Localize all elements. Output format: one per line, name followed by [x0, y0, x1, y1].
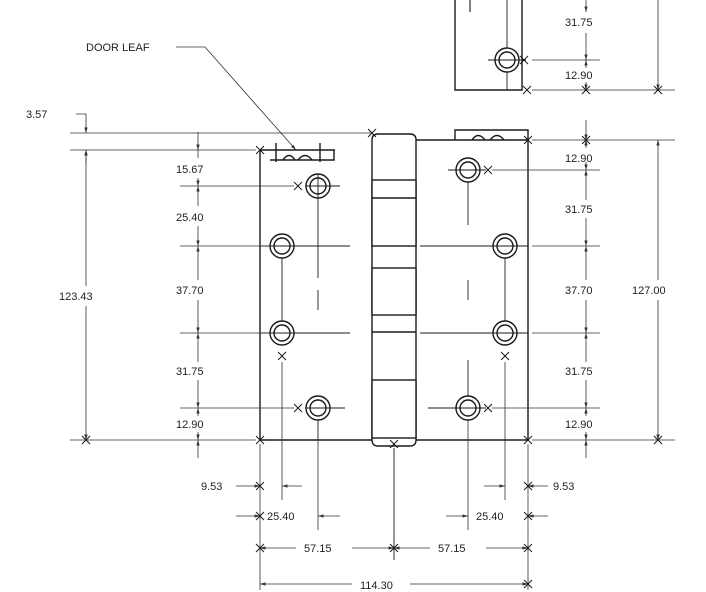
dim-right-d1: 12.90 [565, 153, 593, 165]
door-leaf-leader [176, 46, 297, 151]
dim-left-overall: 123.43 [59, 291, 93, 303]
dim-left-d3: 37.70 [176, 285, 204, 297]
dim-right-d2: 31.75 [565, 204, 593, 216]
dim-right-d5: 12.90 [565, 419, 593, 431]
right-hole-1 [448, 157, 493, 183]
dim-left-d2: 25.40 [176, 212, 204, 224]
dim-bottom-hole-left: 25.40 [267, 511, 295, 523]
left-hole-1 [293, 173, 340, 199]
hinge-knuckle [367, 128, 417, 560]
left-dimension-lines [70, 132, 294, 458]
door-leaf-callout: DOOR LEAF [86, 42, 150, 54]
left-hole-3 [260, 320, 350, 361]
dim-bottom-half-left: 57.15 [304, 543, 332, 555]
left-leaf [255, 143, 372, 445]
left-hole-2 [260, 233, 350, 259]
dim-bottom-edge-left: 9.53 [201, 481, 222, 493]
dim-right-top-a: 31.75 [565, 17, 593, 29]
right-dimension-lines [492, 120, 675, 458]
dim-bottom-hole-right: 25.40 [476, 511, 504, 523]
dim-left-d4: 31.75 [176, 366, 204, 378]
right-leaf [416, 129, 533, 445]
right-leaf-outline [416, 139, 529, 441]
dim-right-top-b: 12.90 [565, 70, 593, 82]
dim-bottom-overall: 114.30 [360, 580, 393, 592]
dim-bottom-half-right: 57.15 [438, 543, 466, 555]
left-hole-4 [293, 395, 345, 421]
dim-right-d4: 31.75 [565, 366, 593, 378]
right-hole-4 [428, 395, 493, 421]
side-view-outline [454, 0, 523, 91]
dim-bottom-edge-right: 9.53 [553, 481, 574, 493]
bottom-dimension-lines [236, 362, 548, 590]
dim-right-overall: 127.00 [632, 285, 666, 297]
dim-top-offset: 3.57 [26, 109, 47, 121]
dim-top-offset-lines [70, 113, 372, 165]
top-side-view [454, 0, 675, 95]
dim-left-d1: 15.67 [176, 164, 204, 176]
right-hole-2 [420, 233, 528, 259]
right-hole-3 [420, 320, 528, 361]
dim-right-d3: 37.70 [565, 285, 593, 297]
dim-left-d5: 12.90 [176, 419, 204, 431]
